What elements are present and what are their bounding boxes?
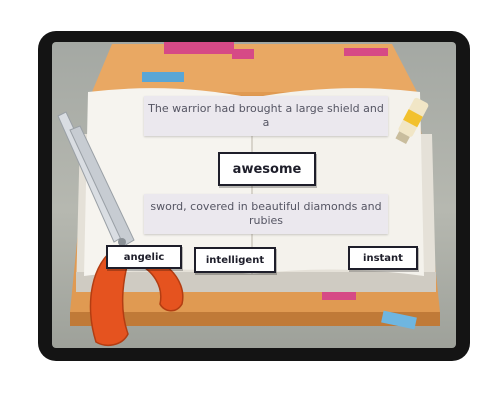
sentence-start-strip: The warrior had brought a large shield a… [144,96,388,136]
sticky-note-pink-bottom [322,290,356,300]
sentence-end-text: sword, covered in beautiful diamonds and… [150,200,382,227]
word-choice-intelligent[interactable]: intelligent [194,247,276,273]
word-choice-label: angelic [123,251,165,263]
scissors-icon [57,111,184,347]
book-stack-bottom [76,272,436,292]
sentence-start-text: The warrior had brought a large shield a… [148,102,384,129]
word-choice-label: intelligent [205,254,265,266]
sticky-note-pink [164,42,234,54]
word-choice-angelic[interactable]: angelic [106,245,182,269]
tablet-frame: The warrior had brought a large shield a… [38,31,470,361]
word-choice-instant[interactable]: instant [348,246,418,270]
sticky-note-pink-small [232,49,254,59]
word-choice-label: instant [363,252,403,264]
sticky-note-blue [142,72,184,82]
desk-edge [70,312,440,326]
glue-stick-icon [395,97,429,145]
sticky-note-pink-right [344,48,388,56]
selected-word-label: awesome [232,161,302,177]
game-screen: The warrior had brought a large shield a… [52,42,456,348]
sticky-note-blue-bottom [381,310,417,330]
sentence-end-strip: sword, covered in beautiful diamonds and… [144,194,388,234]
selected-word-card[interactable]: awesome [218,152,316,186]
